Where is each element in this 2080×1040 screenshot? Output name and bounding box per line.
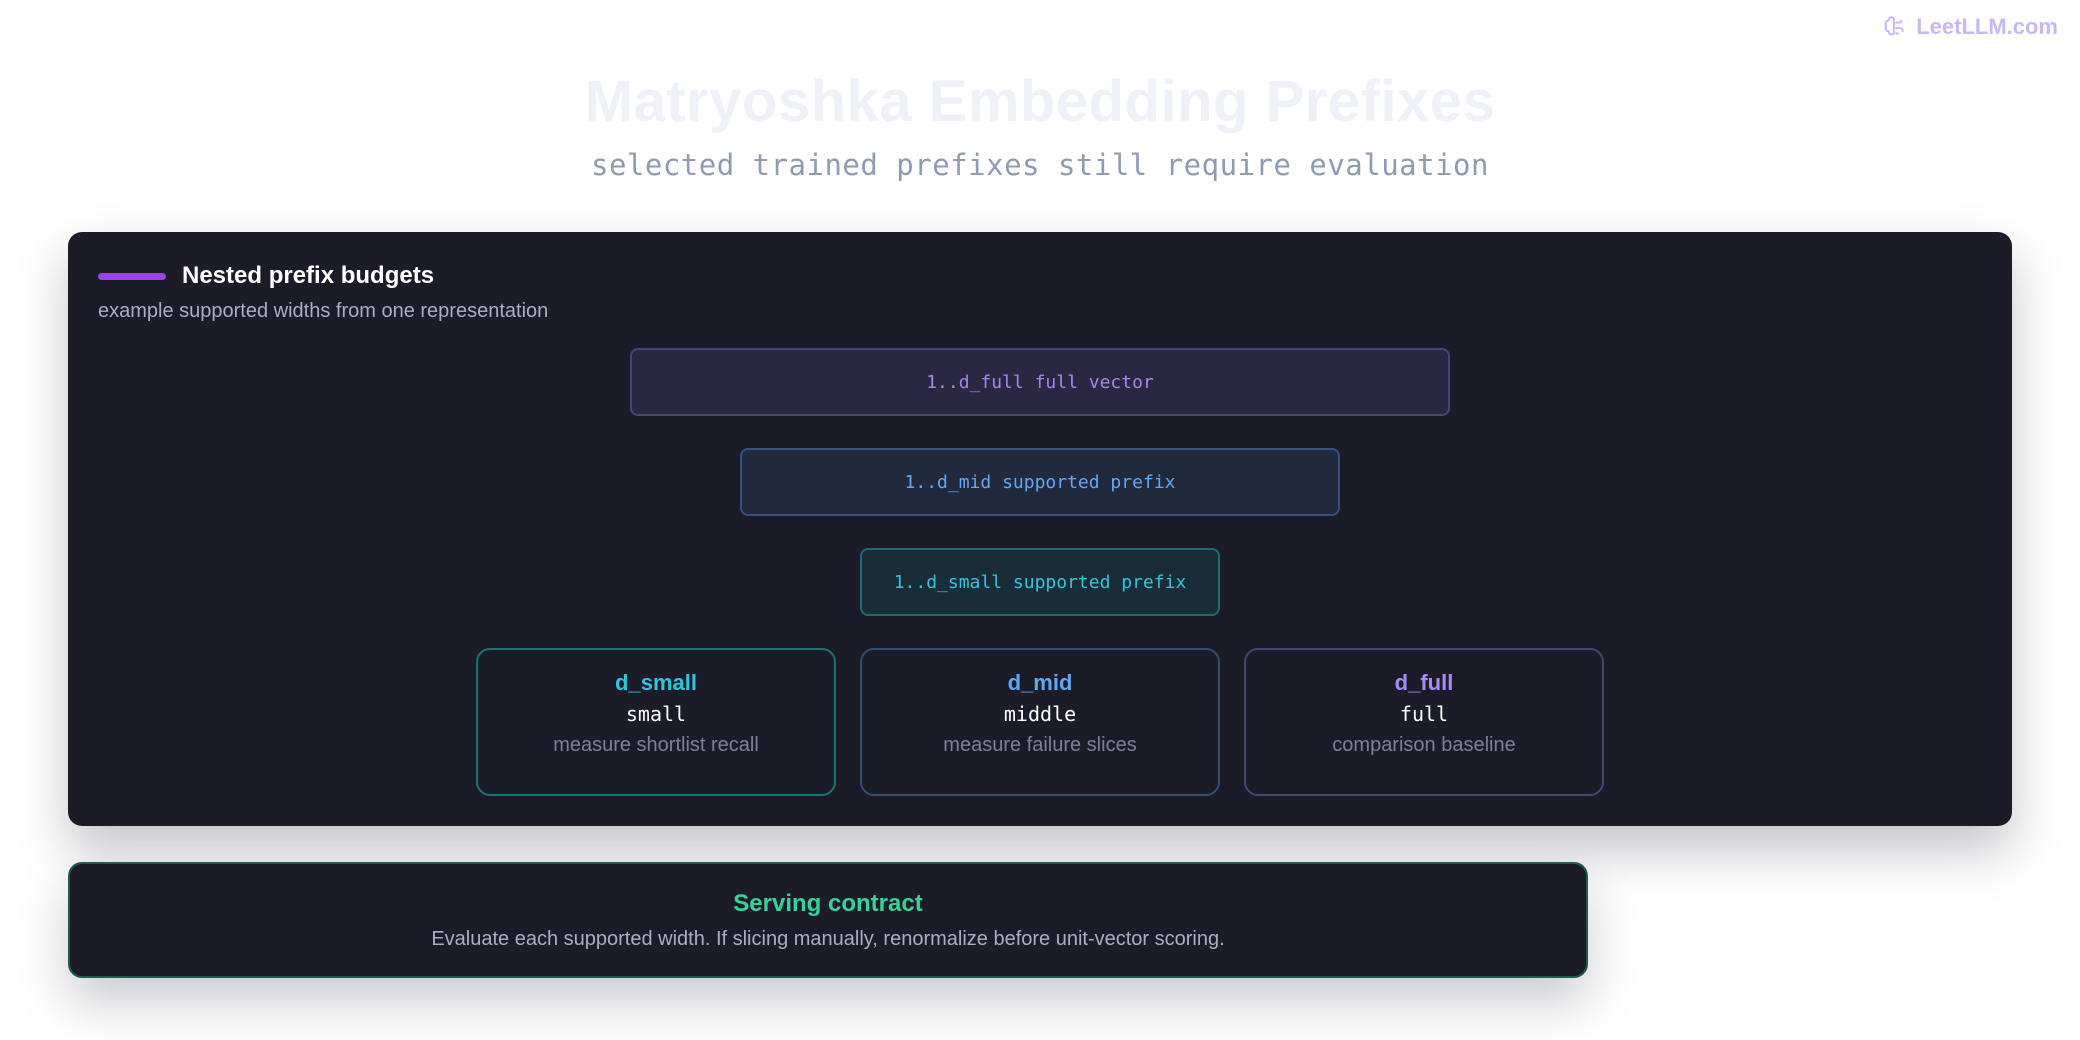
card-name: d_mid — [1007, 670, 1073, 695]
contract-body: Evaluate each supported width. If slicin… — [431, 928, 1225, 950]
brand-logo[interactable]: LeetLLM.com — [1882, 14, 2058, 40]
d-mid-card: d_mid middle measure failure slices — [860, 648, 1220, 796]
card-description: measure shortlist recall — [553, 734, 759, 756]
contract-title: Serving contract — [733, 890, 923, 917]
card-description: comparison baseline — [1332, 734, 1516, 756]
d-small-card: d_small small measure shortlist recall — [476, 648, 836, 796]
full-vector-label: 1..d_full full vector — [926, 371, 1154, 393]
page-subtitle: selected trained prefixes still require … — [591, 148, 1489, 182]
panel-subtitle: example supported widths from one repres… — [98, 300, 549, 322]
card-size: middle — [1003, 702, 1077, 726]
prefix-budgets-panel: Nested prefix budgets example supported … — [68, 232, 2012, 826]
panel-accent-bar — [98, 273, 166, 280]
card-size: small — [625, 702, 687, 726]
brain-icon — [1884, 16, 1904, 36]
card-name: d_full — [1394, 670, 1454, 695]
card-name: d_small — [615, 670, 697, 695]
mid-prefix-bar: 1..d_mid supported prefix — [740, 448, 1340, 516]
brand-name: LeetLLM.com — [1916, 14, 2058, 39]
d-full-card: d_full full comparison baseline — [1244, 648, 1604, 796]
card-size: full — [1399, 702, 1449, 726]
small-prefix-bar: 1..d_small supported prefix — [860, 548, 1220, 616]
small-prefix-label: 1..d_small supported prefix — [893, 571, 1187, 593]
panel-title: Nested prefix budgets — [182, 262, 435, 289]
mid-prefix-label: 1..d_mid supported prefix — [904, 471, 1176, 493]
full-vector-bar: 1..d_full full vector — [630, 348, 1450, 416]
serving-contract-box: Serving contract Evaluate each supported… — [68, 862, 1588, 978]
card-description: measure failure slices — [943, 734, 1137, 756]
page-title: Matryoshka Embedding Prefixes — [584, 69, 1496, 134]
